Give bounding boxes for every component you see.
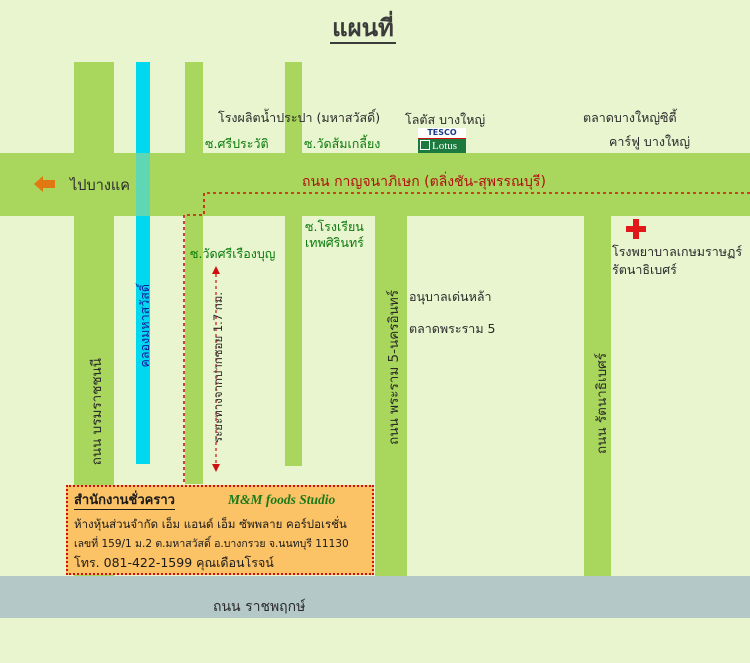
label-kindergarten: อนุบาลเด่นหล้า xyxy=(409,289,492,304)
arrow-up-icon xyxy=(212,266,220,274)
road-label-rattanathibet: ถนน รัตนาธิเบศร์ xyxy=(594,353,610,454)
road-phraram5 xyxy=(375,196,407,576)
arrow-left-icon xyxy=(34,176,55,192)
office-address: เลขที่ 159/1 ม.2 ต.มหาสวัสดิ์ อ.บางกรวย … xyxy=(74,538,349,550)
label-hospital-2: รัตนาธิเบศร์ xyxy=(612,262,677,277)
road-kanchanaphisek xyxy=(0,153,750,216)
road-label-boromratchachonnani: ถนน บรมราชชนนี xyxy=(89,358,105,466)
label-lotus: โลตัส บางใหญ่ xyxy=(405,112,486,127)
arrow-down-icon xyxy=(212,464,220,472)
lotus-badge: Lotus xyxy=(418,139,466,153)
label-soi-wat-som-kliang: ซ.วัดส้มเกลี้ยง xyxy=(304,136,381,151)
road-rattanathibet xyxy=(584,196,611,576)
office-brand: M&M foods Studio xyxy=(228,492,336,507)
distance-label: ระยะทางจากปากซอย 1.7 กม. xyxy=(211,292,225,444)
label-soi-school-2: เทพศิรินทร์ xyxy=(305,235,364,250)
road-label-phraram5: ถนน พระราม 5-นครอินทร์ xyxy=(386,290,402,445)
office-title: สำนักงานชั่วคราว xyxy=(74,493,175,510)
road-ratchaphruek xyxy=(0,576,750,618)
map-title: แผนที่ xyxy=(330,14,396,44)
label-soi-school-1: ซ.โรงเรียน xyxy=(305,219,364,234)
canal-bridge xyxy=(136,153,150,216)
label-carrefour: คาร์ฟู บางใหญ่ xyxy=(609,134,690,149)
road-label-ratchaphruek: ถนน ราชพฤกษ์ xyxy=(213,599,306,615)
lotus-flower-icon xyxy=(420,140,430,150)
label-soi-si-prawat: ซ.ศรีประวัติ xyxy=(205,136,269,151)
office-phone: โทร. 081-422-1599 คุณเดือนโรจน์ xyxy=(74,555,274,570)
label-hospital-1: โรงพยาบาลเกษมราษฏร์ xyxy=(612,244,743,259)
label-market-city: ตลาดบางใหญ่ซิตี้ xyxy=(583,110,677,125)
tesco-logo-text: TESCO xyxy=(418,128,466,139)
road-label-kanchanaphisek: ถนน กาญจนาภิเษก (ตลิ่งชัน-สุพรรณบุรี) xyxy=(302,174,546,190)
hospital-cross-icon xyxy=(626,219,646,239)
label-market-rama5: ตลาดพระราม 5 xyxy=(409,321,496,336)
label-water-plant: โรงผลิตน้ำประปา (มหาสวัสดิ์) xyxy=(218,110,381,125)
label-soi-wat-si-rueang-bun: ซ.วัดศรีเรืองบุญ xyxy=(190,246,276,261)
canal-label: คลองมหาสวัสดิ์ xyxy=(137,284,152,368)
office-info-box: สำนักงานชั่วคราว M&M foods Studio ห้างหุ… xyxy=(66,485,374,575)
direction-label: ไปบางแค xyxy=(70,178,130,194)
office-company: ห้างหุ้นส่วนจำกัด เอ็ม แอนด์ เอ็ม ซัพพลา… xyxy=(74,517,347,531)
tesco-lotus-logo: TESCO Lotus xyxy=(418,128,466,153)
lotus-logo-text: Lotus xyxy=(432,140,458,152)
